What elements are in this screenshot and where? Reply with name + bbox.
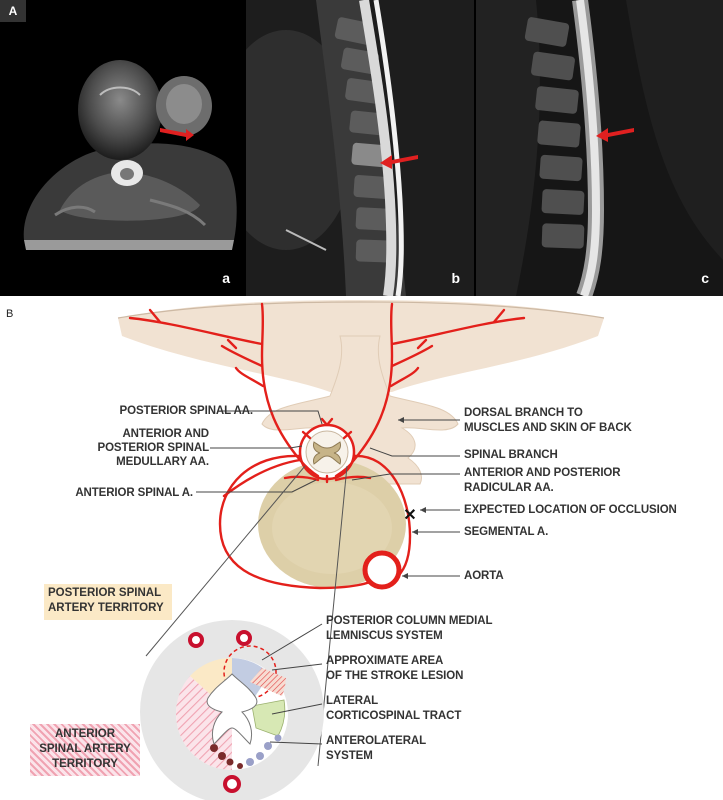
leader-lines-right — [351, 419, 460, 577]
panel-b-tag: B — [6, 308, 14, 320]
anterolateral-system — [246, 734, 282, 766]
label-dorsal-branch-1: DORSAL BRANCH TO — [464, 407, 583, 419]
corticospinal-tract — [251, 699, 286, 737]
leader-lines-left — [196, 410, 323, 493]
mri-sagittal-b-image — [246, 0, 474, 296]
label-ant-territory-2: SPINAL ARTERY — [39, 743, 131, 755]
label-ant-post-medullary-1: ANTERIOR AND — [122, 428, 209, 440]
stroke-lesion-area — [223, 645, 277, 699]
label-corticospinal-1: LATERAL — [326, 695, 379, 707]
label-post-column-1: POSTERIOR COLUMN MEDIAL — [326, 615, 493, 627]
label-post-column-2: LEMNISCUS SYSTEM — [326, 630, 443, 642]
label-radicular-1: ANTERIOR AND POSTERIOR — [464, 467, 621, 479]
vessel-rings — [188, 630, 252, 793]
label-spinal-branch: SPINAL BRANCH — [464, 449, 558, 461]
label-anterior-spinal-a: ANTERIOR SPINAL A. — [75, 487, 193, 499]
mri-axial-image — [0, 0, 244, 296]
lesion-arrow-a — [160, 128, 194, 141]
vertebral-body-inner — [272, 482, 392, 574]
anterior-horn-cells — [210, 744, 243, 769]
label-posterior-spinal-aa: POSTERIOR SPINAL AA. — [119, 405, 254, 417]
label-post-territory-1: POSTERIOR SPINAL — [48, 587, 162, 599]
mri-sagittal-c-image — [476, 0, 723, 296]
label-segmental: SEGMENTAL A. — [464, 526, 549, 538]
lesion-arrow-b — [380, 155, 418, 169]
arrowheads — [398, 417, 426, 579]
label-ant-territory-3: TERRITORY — [52, 758, 118, 770]
panel-a: A — [0, 0, 723, 296]
label-stroke-area-1: APPROXIMATE AREA — [326, 655, 444, 667]
label-occlusion: EXPECTED LOCATION OF OCCLUSION — [464, 504, 677, 516]
anterior-spinal-territory-box: ANTERIOR SPINAL ARTERY TERRITORY — [30, 724, 140, 776]
label-post-territory-2: ARTERY TERRITORY — [48, 602, 164, 614]
posterior-spinal-territory-box: POSTERIOR SPINAL ARTERY TERRITORY — [44, 584, 172, 620]
label-anterolateral-1: ANTEROLATERAL — [326, 735, 427, 747]
mri-c-label: c — [701, 270, 709, 286]
mri-sagittal-b: b — [246, 0, 474, 296]
mri-sagittal-c: c — [476, 0, 723, 296]
occlusion-mark: ✕ — [403, 507, 416, 524]
label-aorta: AORTA — [464, 570, 504, 582]
mri-b-label: b — [451, 270, 460, 286]
leader-lines-lower — [261, 623, 323, 745]
mri-axial-a: a — [0, 0, 244, 296]
lesion-arrow-c — [596, 128, 634, 142]
spinal-vascular-diagram: ✕ — [117, 300, 605, 800]
skin-line — [117, 301, 605, 319]
label-radicular-2: RADICULAR AA. — [464, 482, 554, 494]
label-corticospinal-2: CORTICOSPINAL TRACT — [326, 710, 462, 722]
label-anterolateral-2: SYSTEM — [326, 750, 373, 762]
label-stroke-area-2: OF THE STROKE LESION — [326, 670, 464, 682]
label-ant-territory-1: ANTERIOR — [54, 728, 116, 740]
panel-b: B — [0, 296, 723, 800]
label-ant-post-medullary-2: POSTERIOR SPINAL — [97, 442, 210, 454]
label-dorsal-branch-2: MUSCLES AND SKIN OF BACK — [464, 422, 632, 434]
gray-matter-detail — [206, 673, 258, 745]
gray-matter-butterfly — [313, 441, 341, 465]
panel-a-tag: A — [0, 0, 26, 22]
mri-a-label: a — [222, 270, 230, 286]
aorta — [362, 550, 402, 590]
label-ant-post-medullary-3: MEDULLARY AA. — [116, 456, 209, 468]
artery-network — [128, 302, 526, 590]
